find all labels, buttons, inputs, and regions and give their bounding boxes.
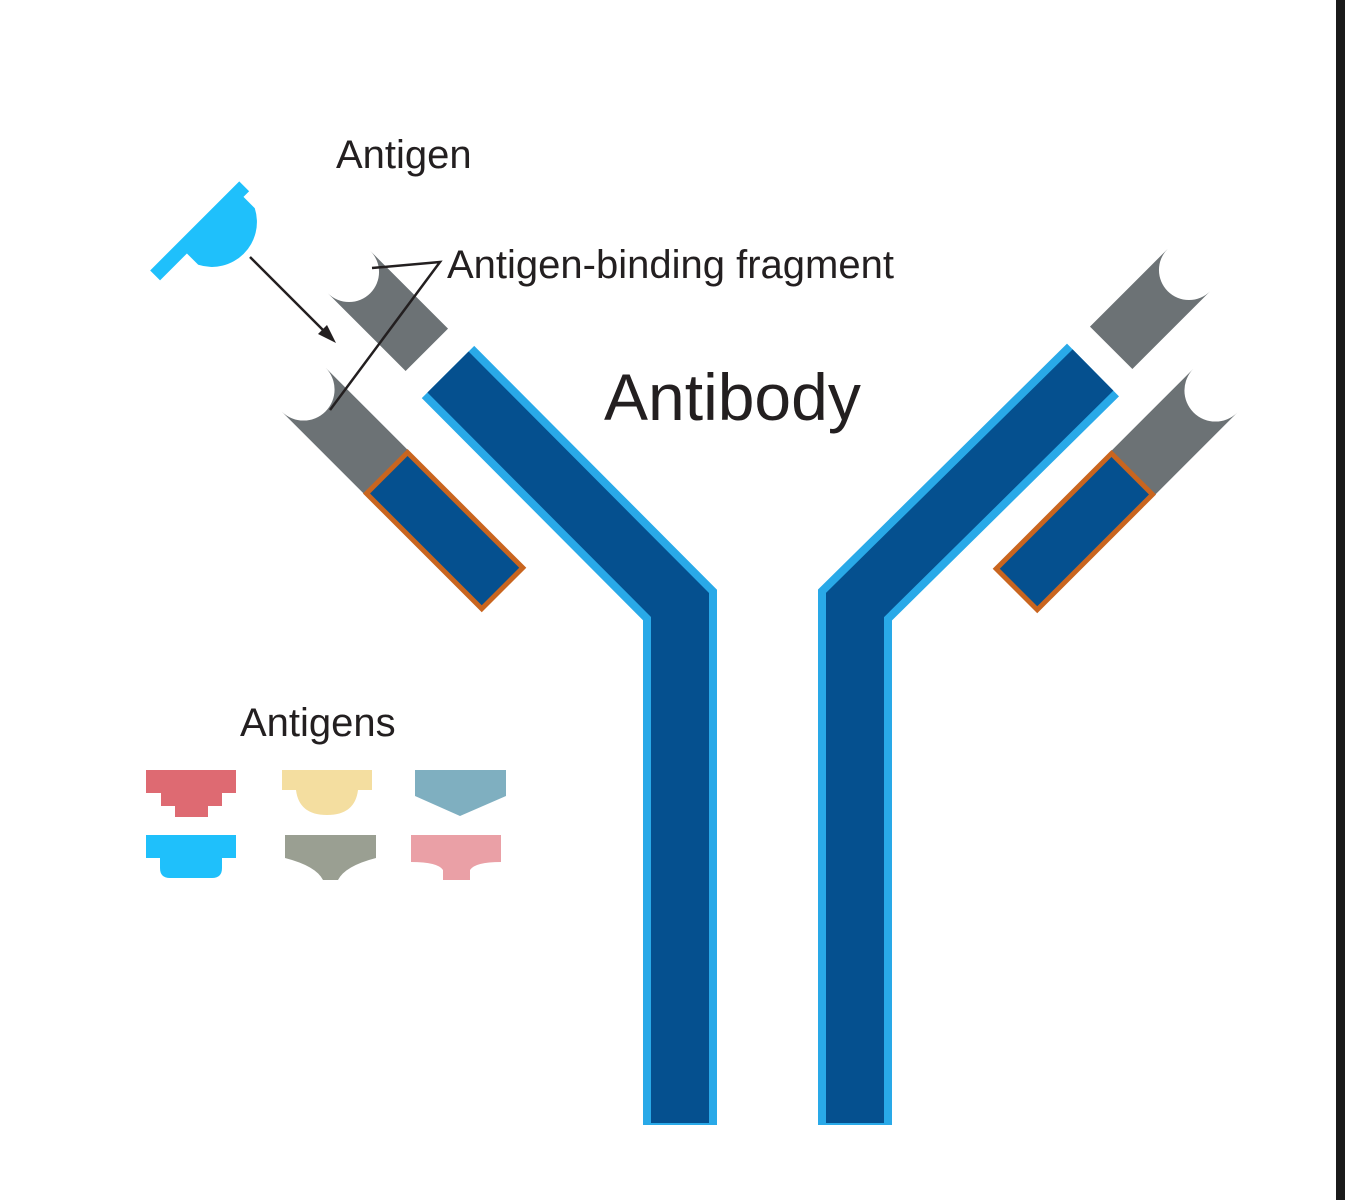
light-chain-right — [992, 368, 1238, 614]
antigens-legend — [146, 770, 506, 880]
edge-fragment: : — [0, 326, 2, 359]
red-antigen-icon — [146, 770, 236, 817]
heavy-variable-region-left — [327, 250, 449, 372]
heavy-chain-left — [421, 345, 717, 1125]
blue-antigen-icon — [146, 835, 236, 878]
bound-antigen — [150, 181, 257, 281]
heavy-variable-region-right — [1089, 248, 1211, 370]
binding-arrow — [249, 256, 336, 343]
light-chain-left — [281, 367, 527, 613]
antigens-legend-title: Antigens — [240, 701, 396, 745]
fab-callout-lines — [328, 260, 443, 411]
teal-antigen-icon — [415, 770, 506, 816]
antibody-label: Antibody — [604, 360, 861, 434]
fab-label: Antigen-binding fragment — [447, 243, 894, 287]
antigen-label: Antigen — [336, 133, 472, 177]
heavy-chain-right — [818, 343, 1119, 1125]
window-edge — [1336, 0, 1345, 1200]
pink-antigen-icon — [411, 835, 501, 880]
gray-antigen-icon — [285, 835, 376, 880]
yellow-antigen-icon — [282, 770, 372, 815]
